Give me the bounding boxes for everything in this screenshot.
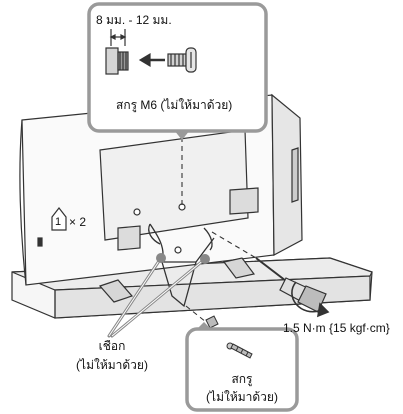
- multiplier-label: × 2: [69, 215, 87, 229]
- tv-stand-icon: [98, 257, 256, 303]
- bottom-screw-label-line2: (ไม่ให้มาด้วย): [206, 390, 278, 404]
- screw-icon: [105, 29, 197, 75]
- rope: [148, 223, 215, 308]
- rope-label-line2: (ไม่ให้มาด้วย): [76, 358, 148, 372]
- screw-label: สกรู M6 (ไม่ให้มาด้วย): [116, 98, 233, 112]
- rope-point-a: [156, 253, 166, 263]
- small-screw: [205, 315, 219, 329]
- guide-lines: [181, 137, 257, 323]
- rope-label-line1: เชือก: [98, 339, 126, 353]
- mount-holes: [133, 203, 186, 254]
- callout-bottom: [185, 322, 299, 412]
- screw-icon-small: [226, 342, 253, 359]
- rope-point-b: [200, 254, 210, 264]
- multiplier-icon: [51, 207, 67, 231]
- dimension-label: 8 มม. - 12 มม.: [96, 13, 172, 27]
- multiplier-number: 1: [55, 216, 62, 228]
- rotation-arrow-icon: [291, 281, 330, 318]
- callout-top: [87, 2, 268, 140]
- rope-pointers-inner: [108, 257, 206, 337]
- torque-label: 1.5 N·m {15 kgf·cm}: [283, 321, 390, 335]
- bottom-screw-label-line1: สกรู: [231, 372, 253, 386]
